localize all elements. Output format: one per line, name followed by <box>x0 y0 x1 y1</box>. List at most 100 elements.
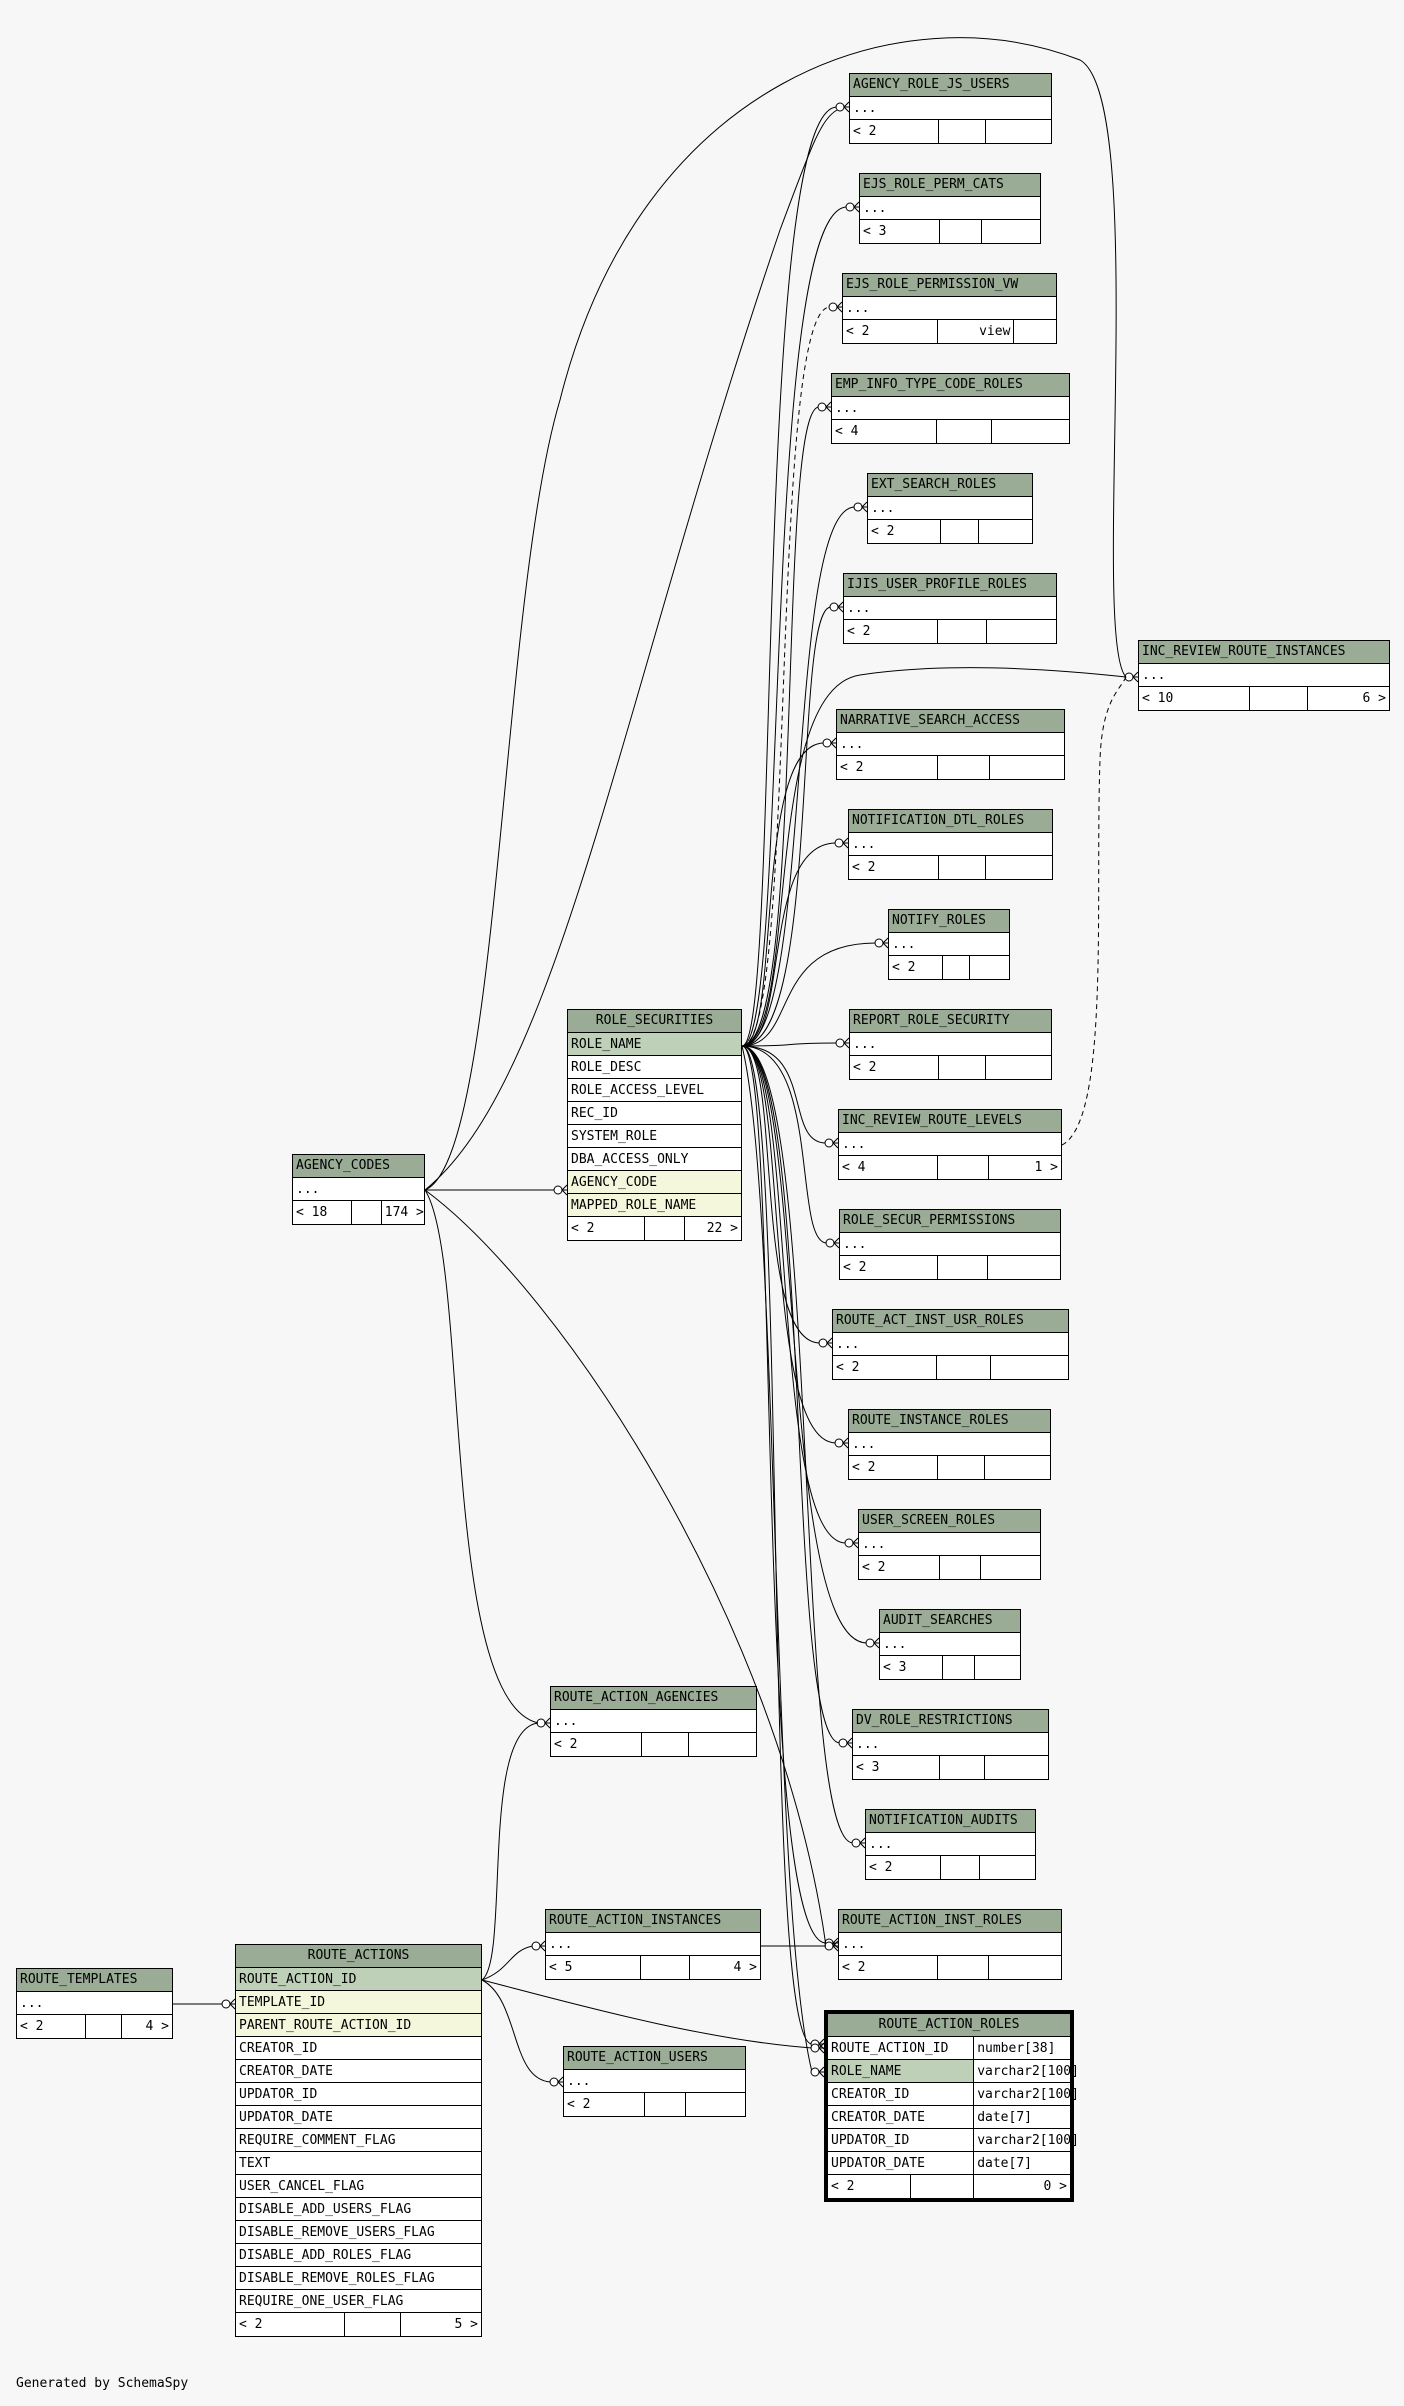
table-route-instance-roles[interactable]: ROUTE_INSTANCE_ROLES...< 2 <box>848 1409 1051 1480</box>
parents-count[interactable] <box>983 1756 1048 1779</box>
children-count[interactable]: < 2 <box>842 1960 866 1975</box>
table-route-action-agencies[interactable]: ROUTE_ACTION_AGENCIES...< 2 <box>550 1686 757 1757</box>
children-count[interactable]: < 10 <box>1142 691 1174 706</box>
parents-count[interactable] <box>688 1733 756 1756</box>
table-header[interactable]: ROUTE_ACTION_AGENCIES <box>551 1687 756 1710</box>
table-dv-role-restrictions[interactable]: DV_ROLE_RESTRICTIONS...< 3 <box>852 1709 1049 1780</box>
table-ejs-role-perm-cats[interactable]: EJS_ROLE_PERM_CATS...< 3 <box>859 173 1041 244</box>
children-count[interactable]: < 2 <box>847 624 871 639</box>
table-narrative-search-access[interactable]: NARRATIVE_SEARCH_ACCESS...< 2 <box>836 709 1065 780</box>
table-header[interactable]: EJS_ROLE_PERM_CATS <box>860 174 1040 197</box>
table-user-screen-roles[interactable]: USER_SCREEN_ROLES...< 2 <box>858 1509 1041 1580</box>
table-header[interactable]: EJS_ROLE_PERMISSION_VW <box>843 274 1056 297</box>
table-header[interactable]: ROUTE_ACTION_ROLES <box>828 2014 1070 2037</box>
children-count[interactable]: < 2 <box>571 1221 595 1236</box>
children-count[interactable]: < 4 <box>842 1160 866 1175</box>
parents-count[interactable]: 4 > <box>689 1956 760 1979</box>
parents-count[interactable] <box>985 856 1052 879</box>
parents-count[interactable] <box>987 1956 1061 1979</box>
children-count[interactable]: < 2 <box>862 1560 886 1575</box>
table-header[interactable]: USER_SCREEN_ROLES <box>859 1510 1040 1533</box>
table-header[interactable]: ROUTE_ACTION_USERS <box>564 2047 745 2070</box>
parents-count[interactable] <box>987 1256 1060 1279</box>
parents-count[interactable]: 5 > <box>400 2313 481 2336</box>
parents-count[interactable]: 0 > <box>973 2175 1070 2198</box>
table-header[interactable]: ROUTE_ACTION_INST_ROLES <box>839 1910 1061 1933</box>
table-header[interactable]: NOTIFICATION_AUDITS <box>866 1810 1035 1833</box>
children-count[interactable]: < 5 <box>549 1960 573 1975</box>
parents-count[interactable] <box>980 1556 1040 1579</box>
children-count[interactable]: < 2 <box>853 124 877 139</box>
children-count[interactable]: < 2 <box>846 324 870 339</box>
parents-count[interactable] <box>986 620 1056 643</box>
table-header[interactable]: AGENCY_CODES <box>293 1155 424 1178</box>
table-notify-roles[interactable]: NOTIFY_ROLES...< 2 <box>888 909 1010 980</box>
parents-count[interactable] <box>989 756 1064 779</box>
parents-count[interactable]: 1 > <box>987 1156 1061 1179</box>
table-notification-audits[interactable]: NOTIFICATION_AUDITS...< 2 <box>865 1809 1036 1880</box>
table-header[interactable]: INC_REVIEW_ROUTE_INSTANCES <box>1139 641 1389 664</box>
table-route-action-inst-roles[interactable]: ROUTE_ACTION_INST_ROLES...< 2 <box>838 1909 1062 1980</box>
children-count[interactable]: < 3 <box>883 1660 907 1675</box>
table-header[interactable]: NARRATIVE_SEARCH_ACCESS <box>837 710 1064 733</box>
children-count[interactable]: < 2 <box>843 1260 867 1275</box>
children-count[interactable]: < 2 <box>892 960 916 975</box>
children-count[interactable]: < 2 <box>840 760 864 775</box>
children-count[interactable]: < 4 <box>835 424 859 439</box>
parents-count[interactable] <box>969 956 1009 979</box>
parents-count[interactable] <box>990 1356 1068 1379</box>
table-header[interactable]: DV_ROLE_RESTRICTIONS <box>853 1710 1048 1733</box>
table-ext-search-roles[interactable]: EXT_SEARCH_ROLES...< 2 <box>867 473 1033 544</box>
parents-count[interactable] <box>977 520 1032 543</box>
table-route-action-users[interactable]: ROUTE_ACTION_USERS...< 2 <box>563 2046 746 2117</box>
table-agency-role-js-users[interactable]: AGENCY_ROLE_JS_USERS...< 2 <box>849 73 1052 144</box>
table-header[interactable]: ROLE_SECUR_PERMISSIONS <box>840 1210 1060 1233</box>
table-header[interactable]: AUDIT_SEARCHES <box>880 1610 1020 1633</box>
parents-count[interactable] <box>685 2093 745 2116</box>
parents-count[interactable]: 174 > <box>380 1201 427 1224</box>
table-header[interactable]: AGENCY_ROLE_JS_USERS <box>850 74 1051 97</box>
children-count[interactable]: < 2 <box>554 1737 578 1752</box>
parents-count[interactable] <box>979 1856 1035 1879</box>
children-count[interactable]: < 2 <box>852 1460 876 1475</box>
table-header[interactable]: ROUTE_ACTIONS <box>236 1945 481 1968</box>
parents-count[interactable]: 4 > <box>120 2015 172 2038</box>
parents-count[interactable] <box>984 1056 1051 1079</box>
table-route-act-inst-usr-roles[interactable]: ROUTE_ACT_INST_USR_ROLES...< 2 <box>832 1309 1069 1380</box>
table-header[interactable]: NOTIFY_ROLES <box>889 910 1009 933</box>
children-count[interactable]: < 2 <box>869 1860 893 1875</box>
table-header[interactable]: EMP_INFO_TYPE_CODE_ROLES <box>832 374 1069 397</box>
table-header[interactable]: ROUTE_ACT_INST_USR_ROLES <box>833 1310 1068 1333</box>
table-role-secur-permissions[interactable]: ROLE_SECUR_PERMISSIONS...< 2 <box>839 1209 1061 1280</box>
table-notification-dtl-roles[interactable]: NOTIFICATION_DTL_ROLES...< 2 <box>848 809 1053 880</box>
children-count[interactable]: < 18 <box>296 1205 328 1220</box>
table-report-role-security[interactable]: REPORT_ROLE_SECURITY...< 2 <box>849 1009 1052 1080</box>
parents-count[interactable]: 22 > <box>683 1217 741 1240</box>
table-header[interactable]: NOTIFICATION_DTL_ROLES <box>849 810 1052 833</box>
children-count[interactable]: < 3 <box>856 1760 880 1775</box>
children-count[interactable]: < 3 <box>863 224 887 239</box>
parents-count[interactable] <box>973 1656 1020 1679</box>
parents-count[interactable] <box>980 220 1040 243</box>
table-header[interactable]: EXT_SEARCH_ROLES <box>868 474 1032 497</box>
table-header[interactable]: IJIS_USER_PROFILE_ROLES <box>844 574 1056 597</box>
children-count[interactable]: < 2 <box>836 1360 860 1375</box>
children-count[interactable]: < 2 <box>852 860 876 875</box>
table-header[interactable]: ROLE_SECURITIES <box>568 1010 741 1033</box>
children-count[interactable]: < 2 <box>567 2097 591 2112</box>
table-audit-searches[interactable]: AUDIT_SEARCHES...< 3 <box>879 1609 1021 1680</box>
parents-count[interactable] <box>984 120 1051 143</box>
table-header[interactable]: ROUTE_ACTION_INSTANCES <box>546 1910 760 1933</box>
table-ijis-user-profile-roles[interactable]: IJIS_USER_PROFILE_ROLES...< 2 <box>843 573 1057 644</box>
table-header[interactable]: ROUTE_INSTANCE_ROLES <box>849 1410 1050 1433</box>
children-count[interactable]: < 2 <box>20 2019 44 2034</box>
